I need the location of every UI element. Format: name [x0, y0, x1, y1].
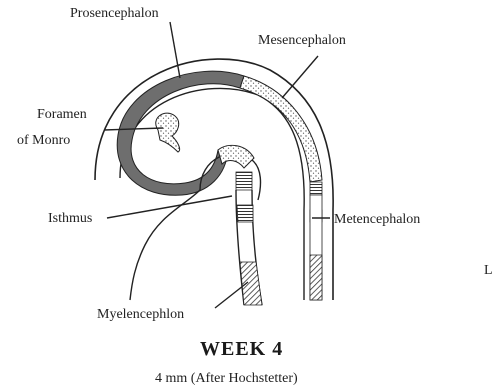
- label-isthmus: Isthmus: [48, 211, 92, 226]
- myelencephalon-bands: [237, 205, 253, 222]
- label-foramen-line1: Foramen: [37, 107, 87, 122]
- metencephalon-base-hatch: [310, 255, 322, 300]
- isthmus-bands: [236, 172, 252, 190]
- mesencephalon-wall: [240, 76, 322, 182]
- leader-mesencephalon: [282, 56, 318, 98]
- figure-title: WEEK 4: [200, 338, 283, 360]
- neural-tube-inner-outline: [120, 88, 304, 300]
- label-edge-fragment: L: [484, 263, 493, 278]
- foramen-of-monro: [156, 113, 180, 152]
- label-prosencephalon: Prosencephalon: [70, 6, 159, 21]
- label-foramen-line2: of Monro: [17, 133, 70, 148]
- leader-prosencephalon: [170, 22, 180, 78]
- leader-foramen: [104, 128, 163, 130]
- figure-caption: 4 mm (After Hochstetter): [155, 371, 298, 386]
- label-metencephalon: Metencephalon: [334, 212, 420, 227]
- label-myelencephlon: Myelencephlon: [97, 307, 184, 322]
- label-mesencephalon: Mesencephalon: [258, 33, 346, 48]
- metencephalon-band-upper: [310, 182, 322, 195]
- myelencephalon-hatch: [240, 262, 262, 305]
- prosencephalon-wall: [117, 71, 244, 195]
- body-curve: [130, 190, 200, 300]
